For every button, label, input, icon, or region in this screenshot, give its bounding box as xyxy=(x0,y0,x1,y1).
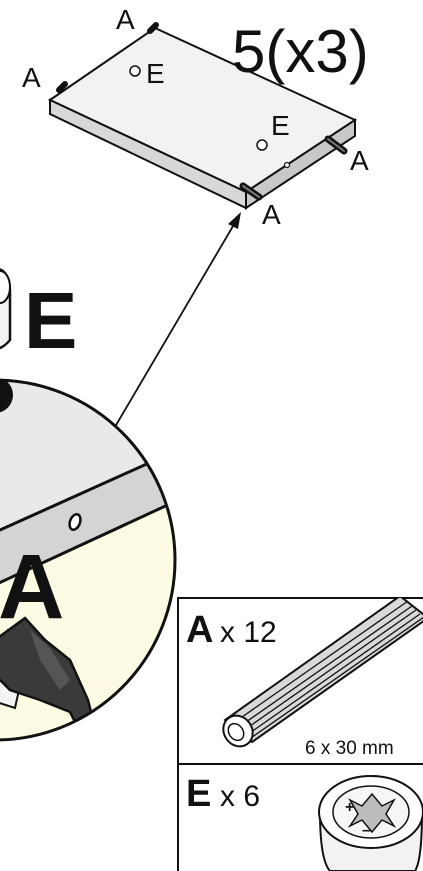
cam-hole-top xyxy=(130,66,140,76)
cam-letter: E xyxy=(186,773,211,815)
dowel-size: 6 x 30 mm xyxy=(305,738,394,759)
step-number: 5(x3) xyxy=(232,18,369,85)
label-dowel-bottom: A xyxy=(262,199,281,230)
label-dowel-left: A xyxy=(22,62,41,93)
cam-hole-bottom xyxy=(257,140,267,150)
zoom-detail: A xyxy=(0,360,200,760)
label-cam-hole-bottom: E xyxy=(271,110,290,141)
dowel-on-panel-left xyxy=(59,84,65,90)
dowel-on-panel-top xyxy=(150,25,156,31)
minus-icon: – xyxy=(362,822,371,839)
zoom-cam-letter: E xyxy=(24,276,77,365)
label-dowel-right: A xyxy=(350,145,369,176)
parts-legend: + – A x 12 6 x 30 mm E x 6 xyxy=(178,596,423,871)
dowel-count: x 12 xyxy=(220,616,277,649)
dowel-letter: A xyxy=(186,609,213,651)
zoom-dowel-letter: A xyxy=(0,536,64,638)
cam-count: x 6 xyxy=(220,780,260,813)
edge-hole xyxy=(285,163,290,168)
label-cam-hole-top: E xyxy=(146,58,165,89)
cam-fitting-icon: + – xyxy=(319,776,423,871)
label-dowel-top: A xyxy=(116,4,135,35)
plus-icon: + xyxy=(345,799,354,816)
pointer-arrow xyxy=(112,212,241,432)
zoom-cam-fitting xyxy=(0,269,10,349)
